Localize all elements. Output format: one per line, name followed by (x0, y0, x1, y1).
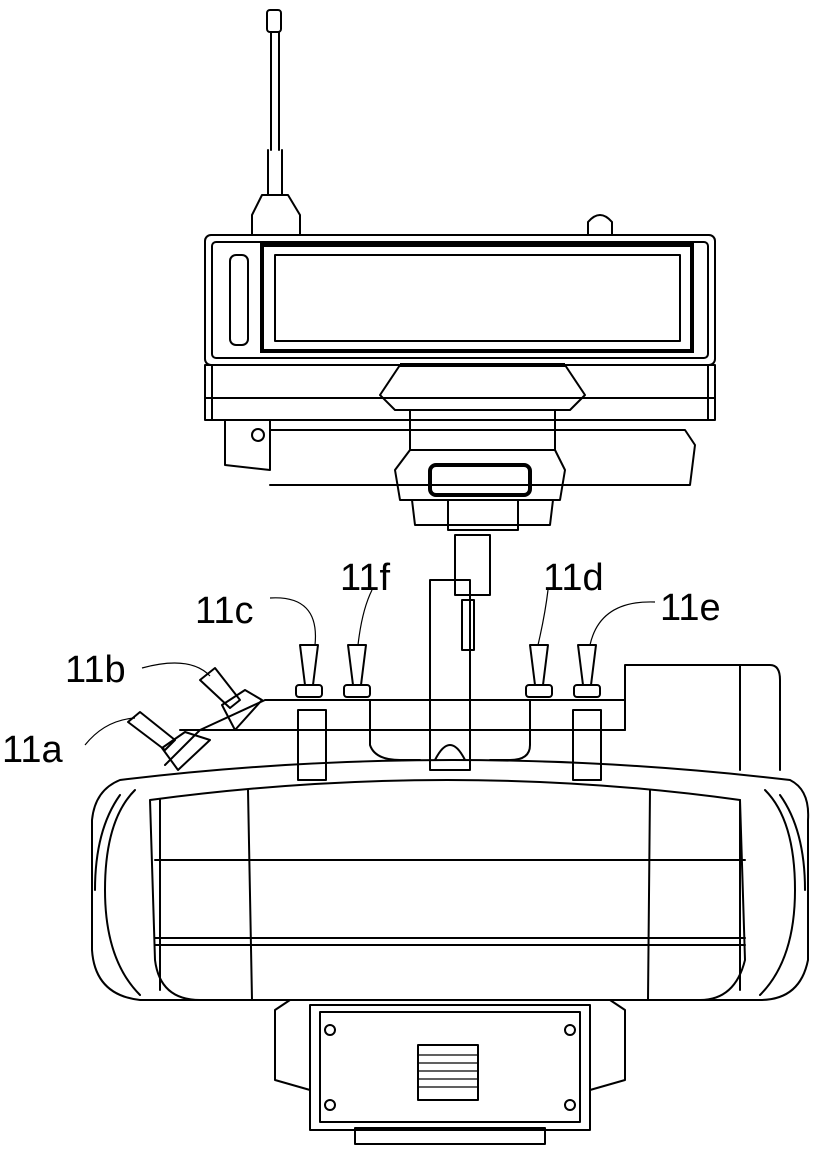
switch-11f (344, 645, 370, 697)
top-rail (165, 665, 780, 780)
label-11b: 11b (65, 649, 126, 691)
label-11f: 11f (340, 557, 390, 599)
switch-11e (574, 645, 600, 697)
switch-11c (296, 645, 322, 697)
grille (418, 1045, 478, 1100)
label-11d: 11d (543, 557, 604, 599)
label-11a: 11a (2, 729, 63, 771)
antenna (252, 10, 300, 235)
switch-11b (200, 668, 262, 730)
display-unit (205, 235, 715, 485)
top-knob (588, 215, 612, 235)
label-11e: 11e (660, 587, 721, 629)
bottom-box (310, 1005, 590, 1144)
main-body (92, 760, 808, 1090)
switch-11d (526, 645, 552, 697)
label-11c: 11c (195, 590, 253, 632)
